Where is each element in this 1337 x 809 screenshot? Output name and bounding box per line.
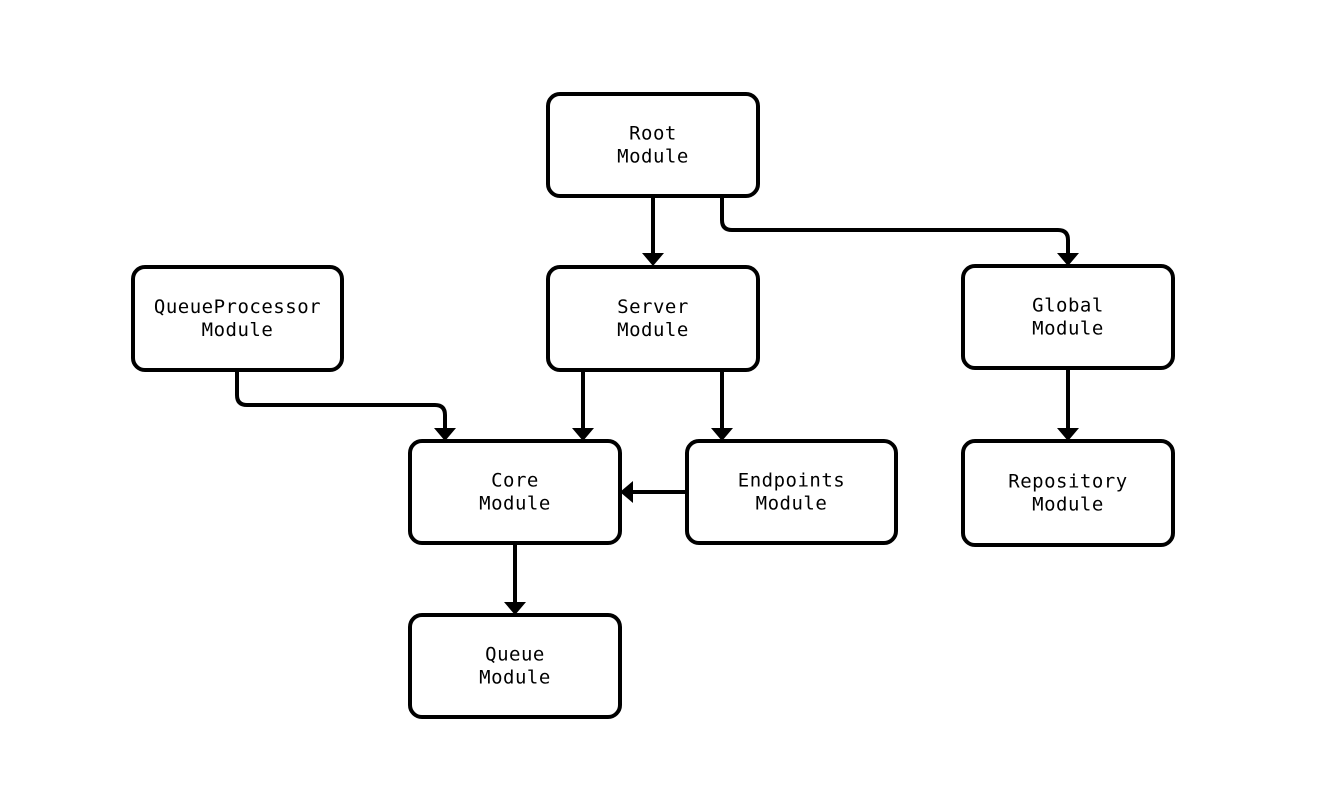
- edges-layer: [235, 196, 1079, 615]
- nodes-layer: RootModuleQueueProcessorModuleServerModu…: [131, 92, 1175, 719]
- edge-root-to-server: [642, 196, 664, 266]
- edge-line: [235, 370, 447, 429]
- node-label-secondary: Module: [1032, 494, 1104, 516]
- edge-endpoints-to-core: [620, 481, 687, 503]
- node-label-secondary: Module: [617, 146, 689, 168]
- arrowhead-icon: [642, 253, 664, 266]
- node-label-secondary: Module: [1032, 318, 1104, 340]
- node-box[interactable]: [546, 92, 760, 198]
- node-box[interactable]: [546, 265, 760, 372]
- node-box[interactable]: [131, 265, 344, 372]
- node-box[interactable]: [408, 439, 622, 545]
- node-box[interactable]: [685, 439, 898, 545]
- node-label-secondary: Module: [756, 493, 828, 515]
- node-label-secondary: Module: [479, 493, 551, 515]
- node-label-primary: Server: [617, 296, 689, 318]
- node-box[interactable]: [408, 613, 622, 719]
- node-label-secondary: Module: [202, 319, 274, 341]
- node-label-primary: Core: [491, 470, 539, 492]
- node-label-primary: Root: [629, 123, 677, 145]
- node-box[interactable]: [961, 264, 1175, 370]
- edge-line: [720, 196, 1070, 254]
- node-label-primary: QueueProcessor: [154, 296, 321, 318]
- edge-root-to-global: [720, 196, 1079, 266]
- node-box[interactable]: [961, 439, 1175, 547]
- edge-server-to-endpoints: [711, 370, 733, 441]
- edge-server-to-core: [572, 370, 594, 441]
- node-label-secondary: Module: [617, 319, 689, 341]
- edge-core-to-queue: [504, 543, 526, 615]
- node-label-secondary: Module: [479, 667, 551, 689]
- node-label-primary: Global: [1032, 295, 1104, 317]
- arrowhead-icon: [620, 481, 633, 503]
- edge-global-to-repository: [1057, 368, 1079, 441]
- arrowhead-icon: [434, 428, 456, 441]
- edge-queueprocessor-to-core: [235, 370, 456, 441]
- arrowhead-icon: [1057, 253, 1079, 266]
- node-label-primary: Repository: [1008, 471, 1127, 493]
- arrowhead-icon: [572, 428, 594, 441]
- node-label-primary: Queue: [485, 644, 545, 666]
- node-label-primary: Endpoints: [738, 470, 845, 492]
- arrowhead-icon: [1057, 428, 1079, 441]
- arrowhead-icon: [504, 602, 526, 615]
- arrowhead-icon: [711, 428, 733, 441]
